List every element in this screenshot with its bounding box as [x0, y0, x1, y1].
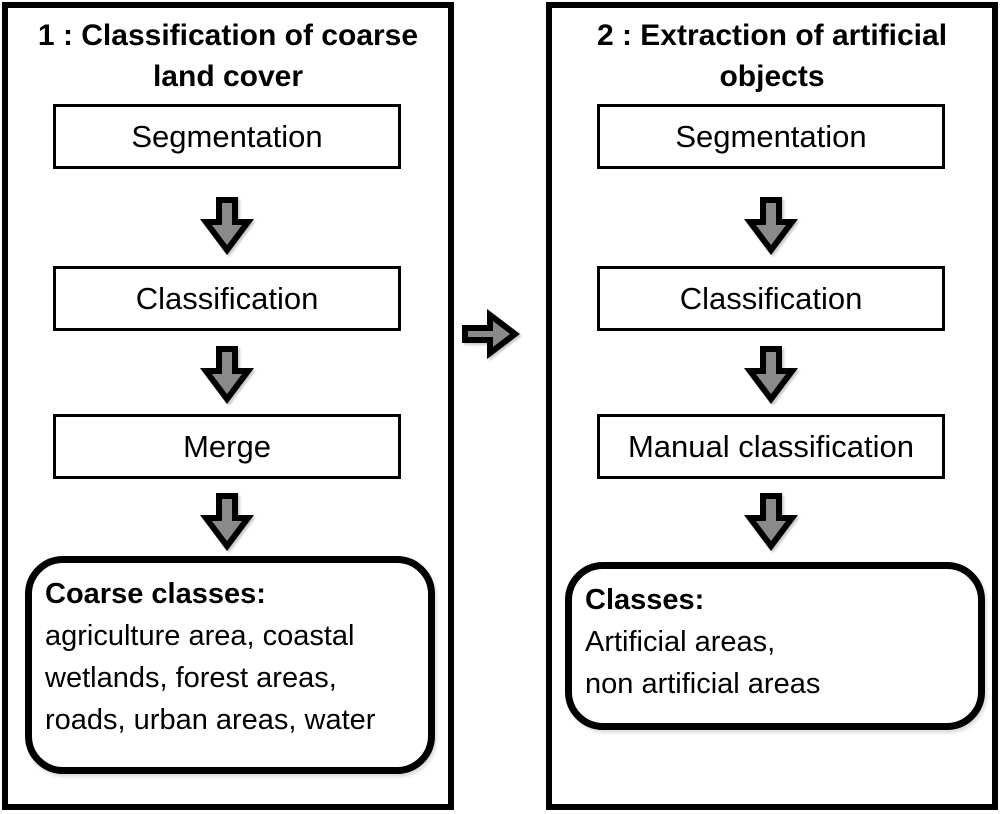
down-arrow-icon	[744, 493, 798, 551]
down-arrow-icon	[200, 197, 254, 255]
down-arrow-icon	[744, 346, 798, 404]
result-heading: Coarse classes:	[45, 578, 266, 610]
result-body: agriculture area, coastal wetlands, fore…	[45, 620, 376, 736]
step-box-classification: Classification	[597, 266, 945, 331]
step-box-segmentation: Segmentation	[597, 104, 945, 169]
down-arrow-icon	[200, 493, 254, 551]
down-arrow-icon	[200, 346, 254, 404]
step-box-merge: Merge	[53, 414, 401, 479]
result-box-classes: Classes: Artificial areas, non artificia…	[565, 562, 985, 730]
step-box-classification: Classification	[53, 266, 401, 331]
result-body: Artificial areas, non artificial areas	[585, 626, 821, 700]
panel-coarse-land-cover: 1 : Classification of coarse land cover …	[2, 2, 454, 810]
down-arrow-icon	[744, 197, 798, 255]
result-heading: Classes:	[585, 584, 705, 616]
right-arrow-icon	[462, 308, 520, 360]
panel-artificial-objects: 2 : Extraction of artificial objects Seg…	[546, 2, 998, 810]
panel-title: 2 : Extraction of artificial objects	[596, 19, 948, 93]
result-box-coarse-classes: Coarse classes: agriculture area, coasta…	[25, 556, 435, 774]
step-box-segmentation: Segmentation	[53, 104, 401, 169]
step-box-manual-classification: Manual classification	[597, 414, 945, 479]
panel-title: 1 : Classification of coarse land cover	[37, 19, 419, 93]
